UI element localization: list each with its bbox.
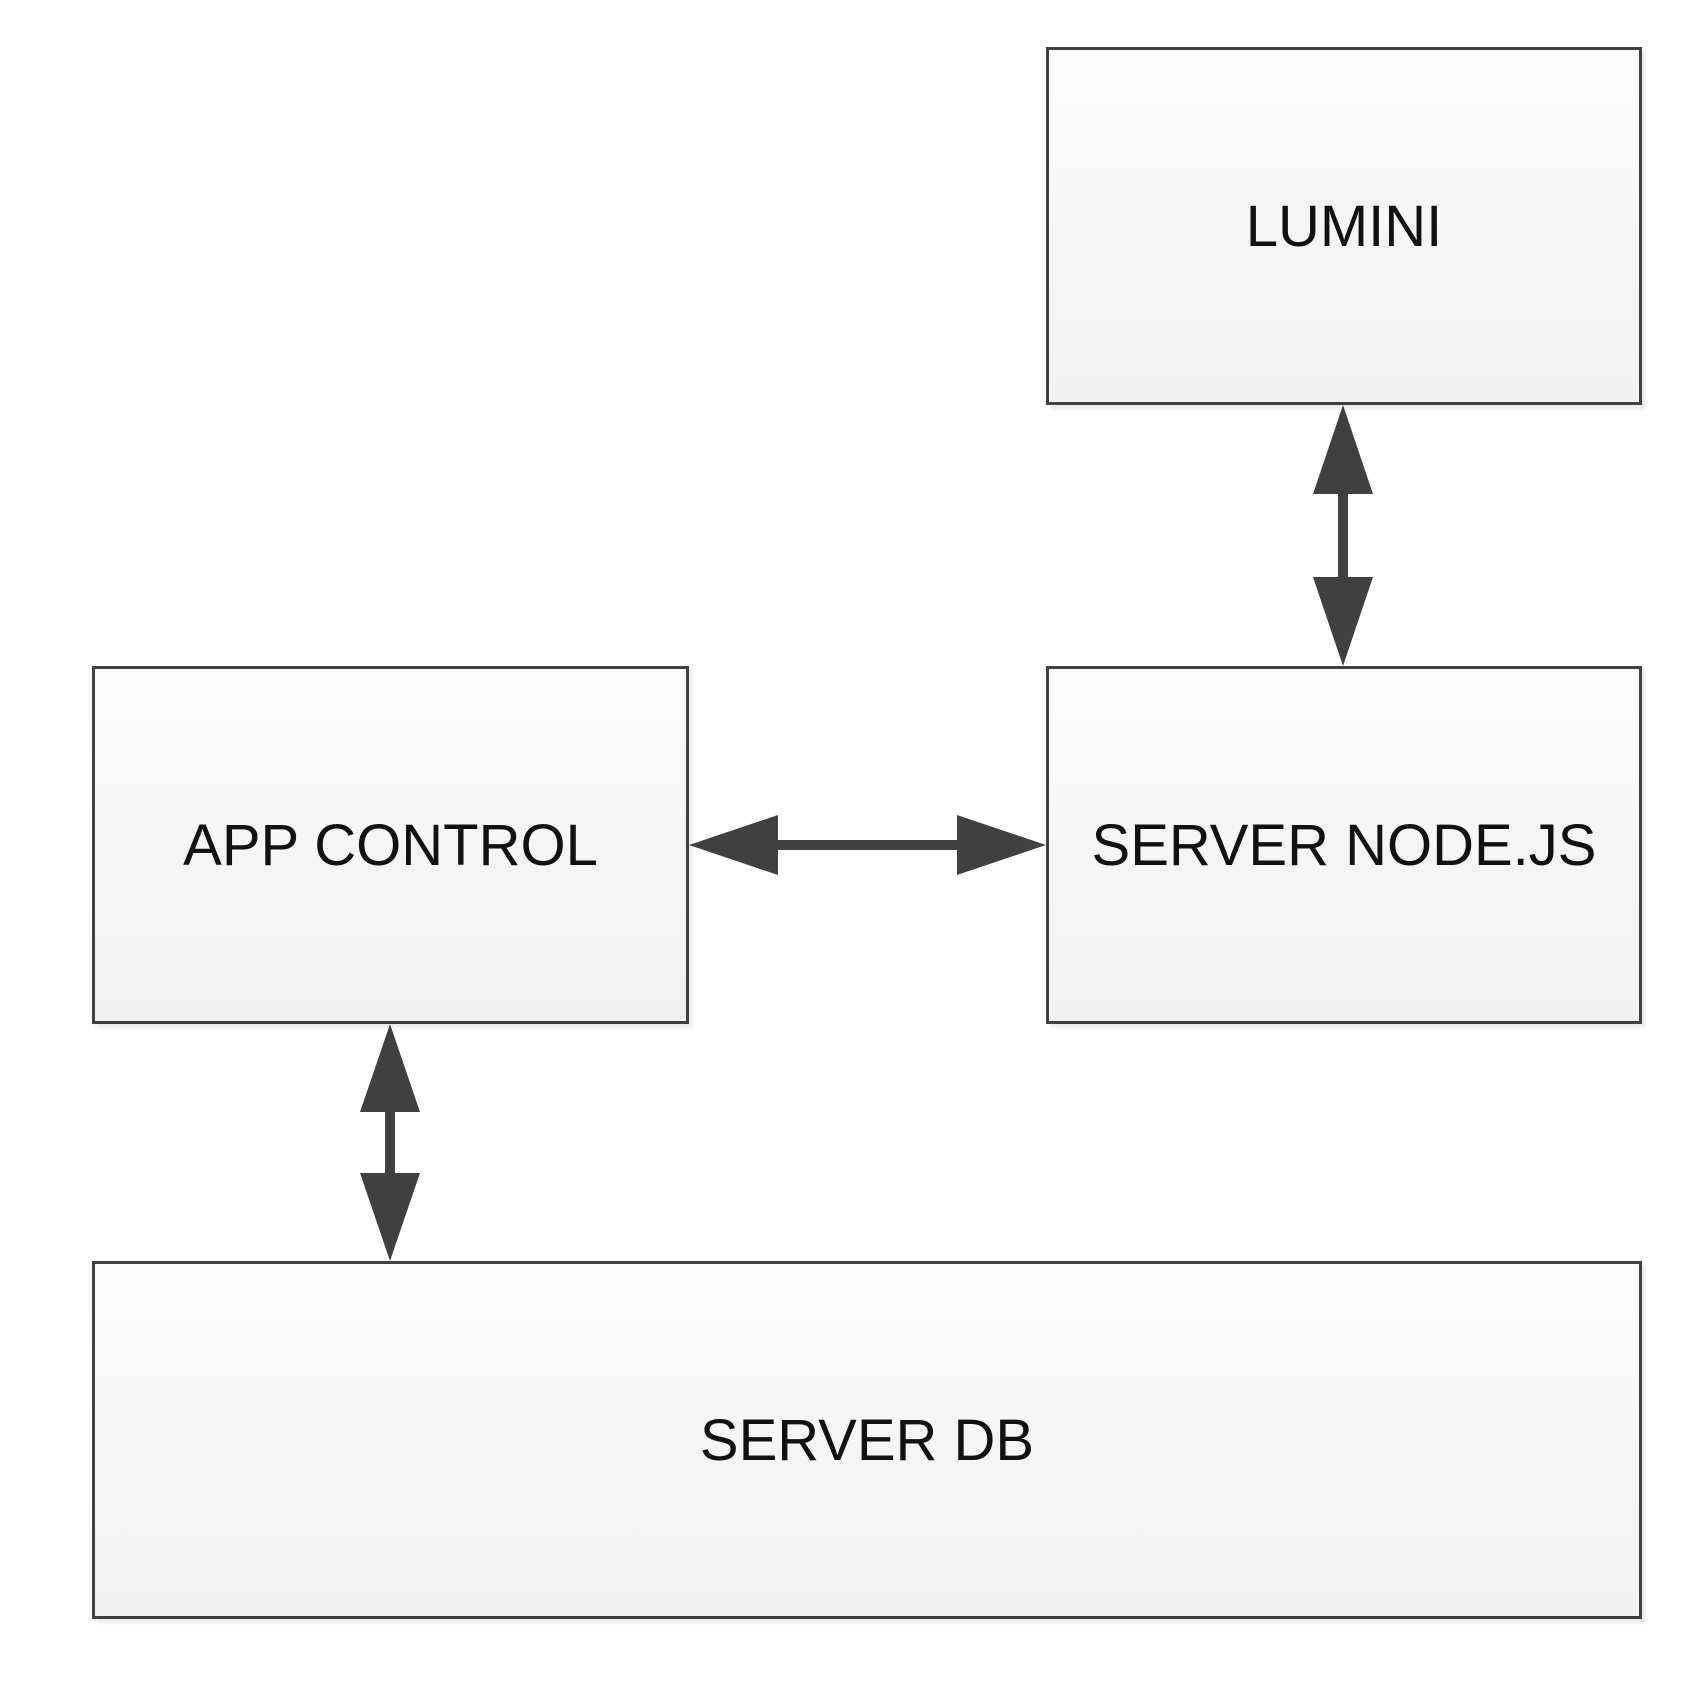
edge-app-db-arrowhead-top <box>360 1024 420 1112</box>
node-server-db-label: SERVER DB <box>699 1407 1035 1473</box>
node-lumini-label: LUMINI <box>1245 193 1443 259</box>
edge-lumini-nodejs-arrowhead-bottom <box>1313 577 1373 666</box>
edge-app-db-arrowhead-bottom <box>360 1173 420 1261</box>
edge-app-nodejs-shaft <box>775 840 960 850</box>
edge-app-nodejs-arrowhead-left <box>689 815 778 875</box>
node-app-control: APP CONTROL <box>92 666 689 1024</box>
node-server-db: SERVER DB <box>92 1261 1642 1619</box>
edge-lumini-nodejs-arrowhead-top <box>1313 405 1373 494</box>
node-lumini: LUMINI <box>1046 47 1642 405</box>
edge-app-nodejs-arrowhead-right <box>957 815 1046 875</box>
node-server-nodejs: SERVER NODE.JS <box>1046 666 1642 1024</box>
node-server-nodejs-label: SERVER NODE.JS <box>1091 812 1597 878</box>
edge-app-db-shaft <box>385 1108 395 1178</box>
edge-lumini-nodejs <box>1313 405 1373 666</box>
node-app-control-label: APP CONTROL <box>183 812 598 878</box>
edge-app-nodejs <box>689 815 1046 875</box>
edge-lumini-nodejs-shaft <box>1338 490 1348 580</box>
edge-app-db <box>360 1024 420 1261</box>
